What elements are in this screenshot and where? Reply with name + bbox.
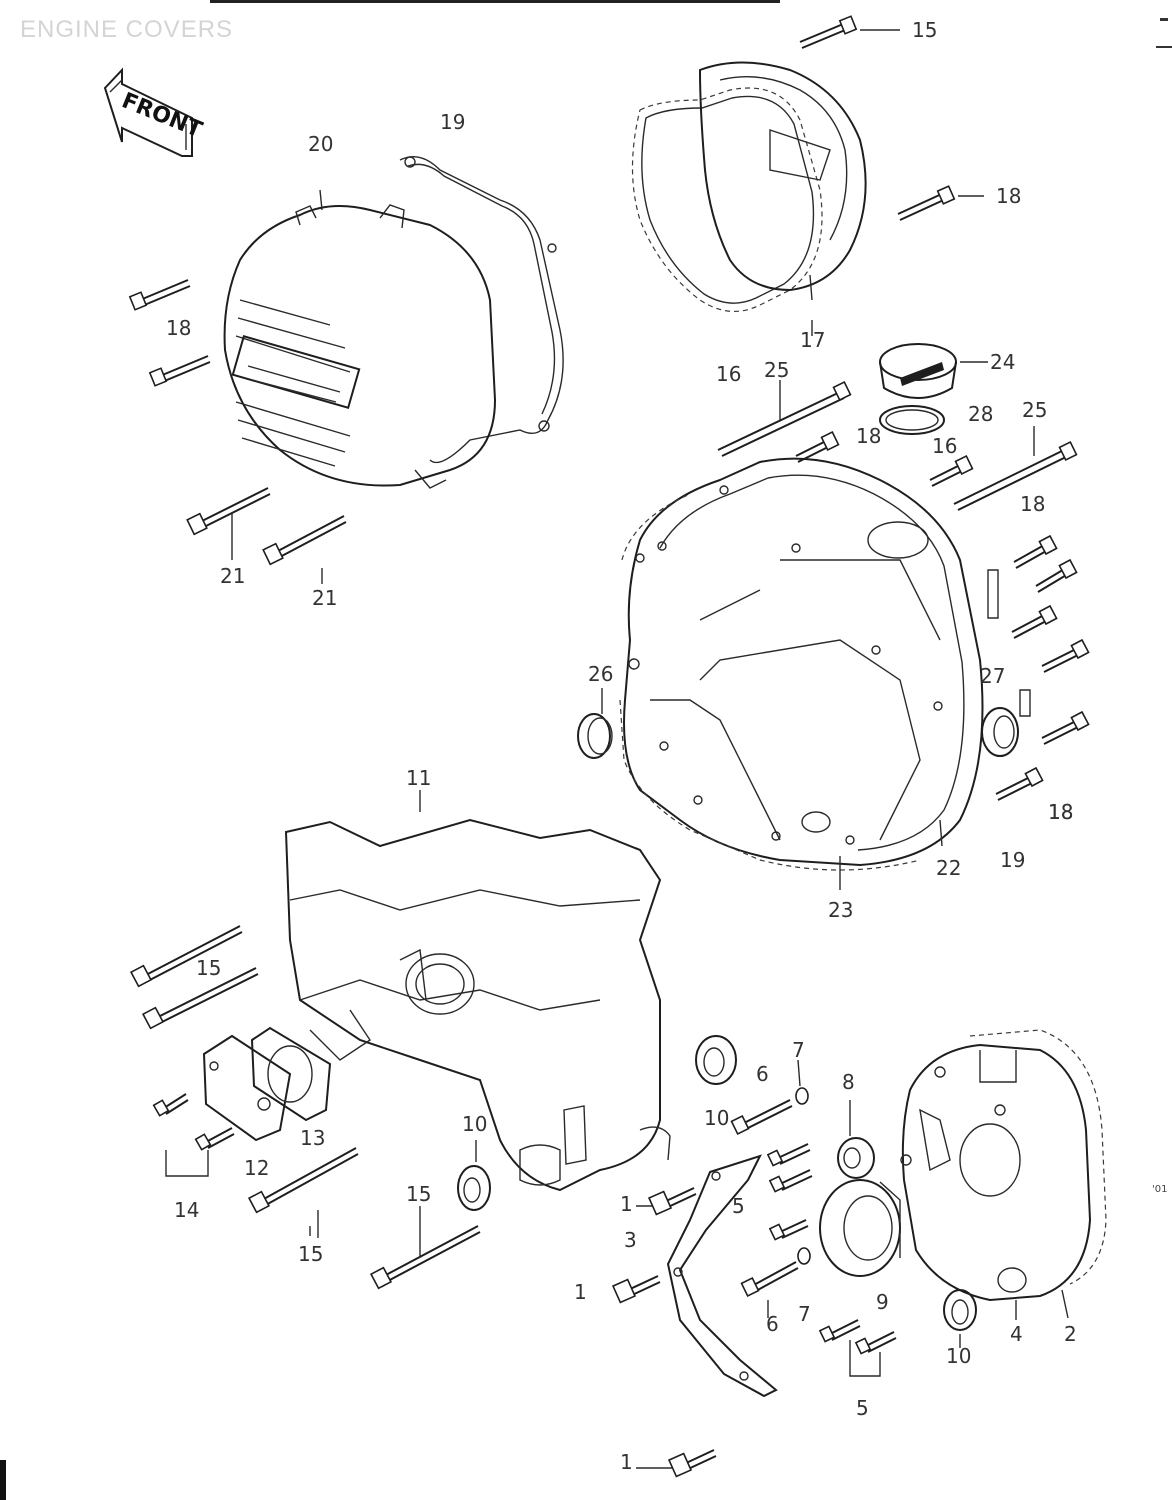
bolt-18-right-column (995, 534, 1090, 801)
generator-cover-gasket (399, 156, 564, 464)
callout-1: 1 (620, 1450, 633, 1474)
bolt-15-left (129, 925, 481, 1290)
callout-3: 3 (624, 1228, 637, 1252)
callout-18: 18 (1020, 492, 1046, 516)
callout-10: 10 (704, 1106, 730, 1130)
bolt-12 (152, 1093, 235, 1177)
callout-28: 28 (968, 402, 994, 426)
bolt-18-middle (795, 431, 974, 487)
crankcase-cover (623, 457, 984, 867)
callout-6: 6 (756, 1062, 769, 1086)
callout-18: 18 (996, 184, 1022, 208)
oil-seal-26 (577, 688, 613, 759)
callout-25: 25 (1022, 398, 1048, 422)
sprocket-9 (819, 1179, 901, 1277)
callout-12: 12 (244, 1156, 270, 1180)
clutch-cover (698, 61, 867, 336)
gasket-13 (250, 1026, 332, 1122)
page-edge-bar (0, 1460, 6, 1500)
bolt-6-washer-7 (730, 1059, 811, 1318)
generator-cover (223, 189, 497, 489)
o-ring (879, 405, 945, 435)
callout-18: 18 (166, 316, 192, 340)
callout-5: 5 (732, 1194, 745, 1218)
callout-18: 18 (1048, 800, 1074, 824)
callout-16: 16 (716, 362, 742, 386)
callout-4: 4 (1010, 1322, 1023, 1346)
callout-9: 9 (876, 1290, 889, 1314)
callout-19: 19 (1000, 848, 1026, 872)
bolt-18-left (128, 279, 211, 387)
bracket-3 (666, 1154, 778, 1398)
sprocket-cover-4 (900, 1043, 1092, 1320)
callout-13: 13 (300, 1126, 326, 1150)
bolt-21 (186, 487, 347, 584)
bolt-1 (611, 1187, 717, 1478)
callout-26: 26 (588, 662, 614, 686)
front-arrow-label: FRONT (118, 88, 205, 143)
callout-14: 14 (174, 1198, 200, 1222)
callout-20: 20 (308, 132, 334, 156)
callout-16: 16 (932, 434, 958, 458)
callout-18: 18 (856, 424, 882, 448)
callout-21: 21 (220, 564, 246, 588)
callout-1: 1 (574, 1280, 587, 1304)
callout-18: 18 (1048, 800, 1074, 824)
callout-19: 19 (440, 110, 466, 134)
oil-seal-10 (457, 1035, 977, 1348)
oil-seal-27 (981, 569, 1031, 757)
oil-filler-cap (879, 343, 988, 399)
front-arrow-icon: FRONT (103, 67, 205, 157)
crankcase-cover-gasket (619, 493, 943, 890)
callout-2: 2 (1064, 1322, 1077, 1346)
corner-mark (1160, 18, 1168, 21)
callout-21: 21 (312, 586, 338, 610)
stud-25 (717, 380, 1078, 511)
callout-24: 24 (990, 350, 1016, 374)
callout-15: 15 (912, 18, 938, 42)
callout-5: 5 (856, 1396, 869, 1420)
callout-17: 17 (800, 328, 826, 352)
bolt-5 (766, 1143, 897, 1377)
callout-15: 15 (298, 1242, 324, 1266)
engine-crankcase (284, 790, 671, 1192)
callout-10: 10 (946, 1344, 972, 1368)
callout-1: 1 (620, 1192, 633, 1216)
top-rule (210, 0, 780, 3)
cover-plate-14 (202, 1034, 292, 1142)
callout-7: 7 (792, 1038, 805, 1062)
callout-25: 25 (764, 358, 790, 382)
bolt-18-upper-right (897, 185, 984, 221)
callout-11: 11 (406, 766, 432, 790)
callout-10: 10 (462, 1112, 488, 1136)
callout-6: 6 (766, 1312, 779, 1336)
callout-23: 23 (828, 898, 854, 922)
callout-27: 27 (980, 664, 1006, 688)
corner-mark (1156, 46, 1172, 48)
page-title: ENGINE COVERS (20, 16, 234, 43)
callout-7: 7 (798, 1302, 811, 1326)
clutch-cover-gasket (631, 87, 823, 313)
callout-15: 15 (196, 956, 222, 980)
spacer-8 (837, 1100, 875, 1179)
gasket-2 (969, 1029, 1107, 1319)
callout-22: 22 (936, 856, 962, 880)
callout-8: 8 (842, 1070, 855, 1094)
bolt-15-top (799, 15, 900, 49)
side-mark: '01 (1152, 1184, 1168, 1195)
callout-15: 15 (406, 1182, 432, 1206)
